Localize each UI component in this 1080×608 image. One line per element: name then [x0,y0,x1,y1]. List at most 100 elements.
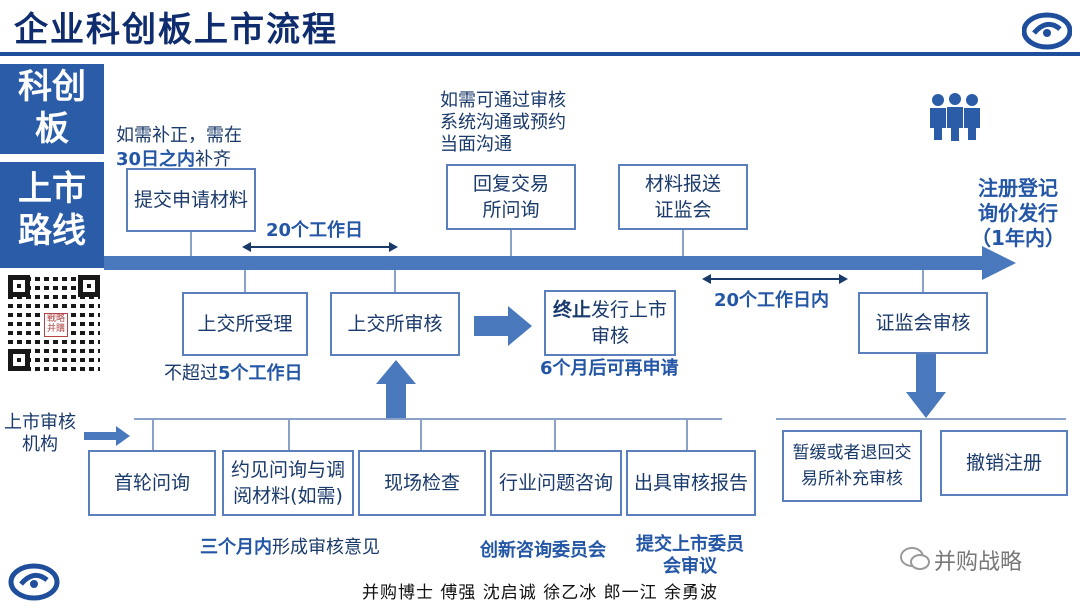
twenty-days-within-range-arrow [702,274,848,284]
revoke-registration-box: 撤销注册 [940,430,1068,496]
accept-prefix: 不超过 [164,363,218,384]
review-body-line1: 上市审核 [4,412,76,433]
connector-line [394,270,396,292]
accept-bold: 5个工作日 [218,363,303,384]
reply-line1: 回复交易 [472,173,549,195]
down-block-arrow [906,354,946,418]
forward-line1: 材料报送 [644,173,721,195]
title-underline [0,52,1080,56]
review-report-box: 出具审核报告 [626,450,756,516]
industry-consult-box: 行业问题咨询 [490,450,622,516]
committee-note: 创新咨询委员会 [480,540,606,561]
footer-authors: 并购博士 傅强 沈启诚 徐乙冰 郎一江 余勇波 [361,583,719,603]
wechat-icon [900,547,930,570]
qr-seal-icon: 戰略 并購 [44,313,68,337]
exchange-accept-box: 上交所受理 [182,292,308,356]
onsite-label: 现场检查 [383,472,460,494]
twenty-days-within-label: 20个工作日内 [714,290,830,311]
suspend-line1: 暂缓或者退回交 [792,443,912,463]
registration-text: 注册登记 询价发行 （1年内） [964,176,1072,251]
meeting-line2: 阅材料(如需) [233,485,343,507]
accept-duration-note: 不超过5个工作日 [164,362,303,386]
page-title: 企业科创板上市流程 [14,10,338,50]
csrc-review-box: 证监会审核 [858,292,988,354]
reapply-note: 6个月后可再申请 [540,358,679,379]
review-body-label: 上市审核 机构 [4,412,76,456]
qr-code: 戰略 并購 [8,275,100,371]
terminate-line2: 审核 [590,325,629,347]
first-inquiry-label: 首轮问询 [113,472,190,494]
review-body-arrow [84,426,130,446]
connector-line [682,230,684,256]
onsite-inspection-box: 现场检查 [358,450,486,516]
sidebar-route-line1: 上市 [18,169,86,209]
connector-line [244,270,246,292]
meeting-line1: 约见问询与调 [230,459,345,481]
terminate-rest: 发行上市 [591,299,668,321]
exchange-review-box: 上交所审核 [330,292,460,356]
right-block-arrow [474,306,532,346]
three-months-bold: 三个月内 [200,537,272,558]
communication-line3: 当面沟通 [440,134,512,155]
suspend-line2: 易所补充审核 [801,469,903,489]
connector-line [288,418,290,450]
listing-committee-line1: 提交上市委员 [636,534,744,555]
exchange-accept-label: 上交所受理 [197,313,293,335]
bottom-bracket-line [134,418,722,420]
registration-line1: 注册登记 [978,176,1058,200]
supplement-rest: 补齐 [195,149,232,170]
qr-seal-line2: 并購 [46,324,65,334]
terminate-review-box: 终止发行上市 审核 [544,290,676,356]
right-divider-line [776,418,1066,420]
registration-line2: 询价发行 [978,201,1058,225]
supplement-line1: 如需补正，需在 [116,125,242,146]
listing-committee-line2: 会审议 [663,556,717,577]
up-block-arrow [376,360,416,418]
sidebar-star-line1: 科创 [18,67,86,107]
exchange-review-label: 上交所审核 [347,313,443,335]
csrc-review-label: 证监会审核 [875,312,971,334]
submit-materials-box: 提交申请材料 [126,168,256,232]
people-group-icon [930,93,980,141]
review-body-line2: 机构 [22,434,58,455]
forward-line2: 证监会 [654,199,712,221]
three-months-rest: 形成审核意见 [272,537,380,558]
listing-committee-note: 提交上市委员 会审议 [636,534,744,578]
suspend-return-box: 暂缓或者退回交 易所补充审核 [782,430,922,502]
sidebar-star-market: 科创 板 [0,64,104,154]
connector-line [922,270,924,292]
sidebar-route-line2: 路线 [18,211,86,251]
supplement-note: 如需补正，需在 30日之内补齐 [116,124,276,172]
connector-line [152,418,154,450]
sidebar-listing-route: 上市 路线 [0,162,104,268]
qr-seal-line1: 戰略 [46,314,65,324]
communication-line2: 系统沟通或预约 [440,112,566,133]
revoke-label: 撤销注册 [965,452,1042,474]
connector-line [190,232,192,256]
communication-note: 如需可通过审核 系统沟通或预约 当面沟通 [440,90,610,156]
communication-line1: 如需可通过审核 [440,90,566,111]
connector-line [510,230,512,256]
twenty-days-label: 20个工作日 [266,220,364,241]
report-label: 出具审核报告 [633,472,748,494]
registration-line3: （1年内） [971,226,1065,250]
first-inquiry-box: 首轮问询 [88,450,216,516]
meeting-inquiry-box: 约见问询与调 阅材料(如需) [222,450,354,516]
sidebar-star-line2: 板 [35,109,69,149]
connector-line [686,418,688,450]
submit-materials-label: 提交申请材料 [133,189,248,211]
connector-line [554,418,556,450]
company-logo-bottom-icon [8,563,60,601]
connector-line [420,418,422,450]
terminate-bold: 终止 [552,299,591,321]
watermark-text: 并购战略 [934,550,1023,575]
company-logo-icon [1022,12,1072,50]
industry-label: 行业问题咨询 [498,472,613,494]
main-timeline-arrow [104,246,1016,280]
reply-line2: 所问询 [482,199,540,221]
supplement-bold: 30日之内 [116,149,196,170]
twenty-days-range-arrow [242,242,398,252]
reply-exchange-box: 回复交易 所问询 [446,164,576,230]
three-months-note: 三个月内形成审核意见 [200,536,380,560]
forward-csrc-box: 材料报送 证监会 [618,164,748,230]
